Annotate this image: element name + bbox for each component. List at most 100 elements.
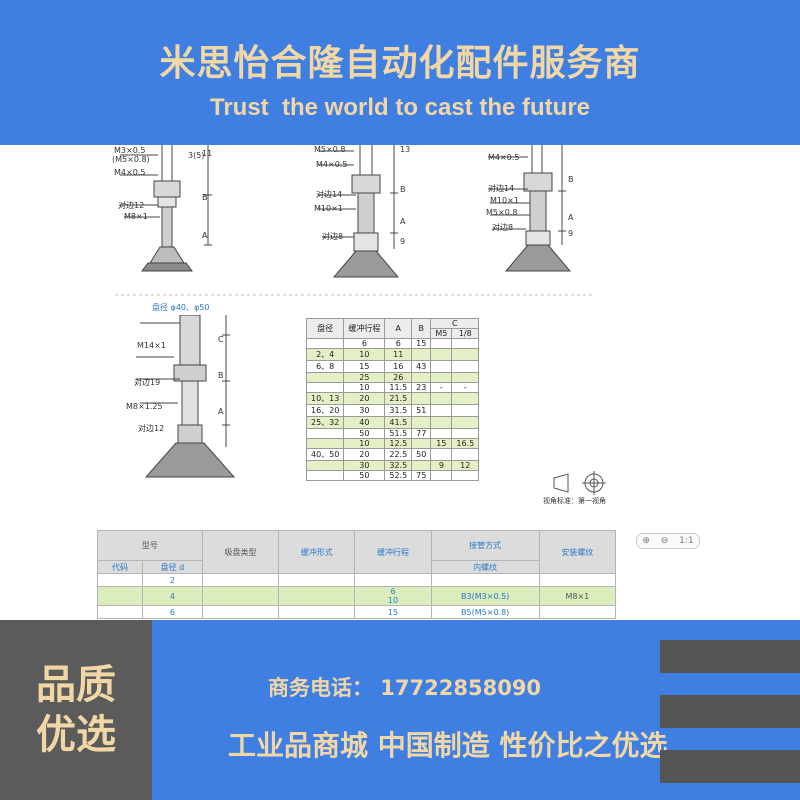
drawing-3-label: 对边8 [492,223,514,232]
drawing-1-label: (M5×0.8) [112,155,150,164]
spec-cell [305,438,345,449]
tagline: 工业品商城 中国制造 性价比之优选 [228,729,668,762]
model-cell: B5(M5×0.8) [430,605,540,619]
spec-cell: 40、50 [305,448,345,461]
spec-cell: 16、20 [305,404,345,417]
model-cell: B3(M3×0.5) [430,586,540,606]
drawing-4-label: B [218,371,224,380]
model-cell: 2 [141,573,203,587]
spec-cell: 25、32 [305,416,345,429]
drawing-2-label: 9 [400,237,406,246]
model-cell: M8×1 [538,586,617,606]
spec-header: A [384,318,413,339]
drawing-2 [318,145,400,278]
zoom-control: ⊕ ⊖ 1:1 [636,533,700,549]
drawing-4 [136,315,236,478]
spec-cell: 12.5 [384,438,413,449]
company-name: 米思怡合隆自动化配件服务商 [159,43,641,84]
quality-line-2: 优选 [36,712,116,758]
drawing-3-label: 9 [568,229,574,238]
model-cell [97,586,143,606]
drawing-2-label: A [400,217,406,226]
spec-cell [411,372,432,383]
drawing-4-label: M8×1.25 [126,402,163,411]
zoom-ratio[interactable]: 1:1 [679,536,694,546]
spec-cell [451,416,480,429]
drawing-4-label: 对边19 [134,378,161,387]
drawing-1-label: 3(5) [188,151,205,160]
spec-cell [451,372,480,383]
view-standard-icon [553,471,606,495]
spec-cell [430,428,453,439]
spec-cell [305,460,345,471]
spec-cell: 50 [411,448,432,461]
decor-bar [660,640,800,673]
model-cell [201,605,280,619]
zoom-out-icon[interactable]: ⊖ [660,536,669,546]
spec-cell [430,338,453,349]
decor-bar [660,750,800,783]
spec-cell [305,338,345,349]
spec-cell: 6、8 [305,360,345,373]
model-header: 型号 [97,530,203,561]
model-cell [430,573,540,587]
spec-cell: 15 [343,360,386,373]
drawing-1-label: B [202,193,208,202]
drawing-3-label: B [568,175,574,184]
drawing-4-label: M14×1 [137,341,166,350]
spec-cell [411,416,432,429]
spec-cell: 50 [343,428,386,439]
technical-document: M3×0.5 (M5×0.8) M4×0.5 对边12 M8×1 3(5) 11… [0,145,800,620]
spec-header: C [430,318,480,329]
spec-cell [451,428,480,439]
drawing-4-label: 对边12 [138,424,165,433]
spec-cell: - [430,382,453,393]
section-divider [115,294,595,296]
spec-cell [411,348,432,361]
drawing-3-label: M10×1 [490,196,519,205]
spec-sub-header: M5 [430,328,453,339]
drawing-2-label: M10×1 [314,204,343,213]
spec-cell: - [451,382,480,393]
drawing-3-label: 对边14 [488,184,515,193]
footer-banner: 品质 优选 商务电话： 17722858090 工业品商城 中国制造 性价比之优… [0,620,800,800]
spec-cell [305,428,345,439]
model-cell: 15 [354,605,432,619]
zoom-in-icon[interactable]: ⊕ [642,536,650,546]
spec-cell: 26 [384,372,413,383]
top-banner: 米思怡合隆自动化配件服务商 Trust the world to cast th… [0,0,800,145]
model-cell: 6 10 [354,586,432,606]
drawing-1-label: M4×0.5 [114,168,146,177]
model-sub-header: 内螺纹 [430,560,540,574]
model-header: 缓冲形式 [278,530,356,574]
spec-cell: 10 [343,348,386,361]
drawing-1-label: M3×0.5 [114,146,146,155]
spec-cell: 10 [343,382,386,393]
spec-cell: 52.5 [384,470,413,481]
drawing-2-label: M5×0.8 [314,145,346,154]
drawing-2-label: M4×0.5 [316,160,348,169]
drawing-1-label: M8×1 [124,212,148,221]
drawing-3-label: M4×0.5 [488,153,520,162]
model-cell [278,573,356,587]
spec-cell [451,338,480,349]
spec-cell: 15 [411,338,432,349]
model-sub-header-label: 盘径 [160,562,177,572]
spec-cell: 11 [384,348,413,361]
quality-badge: 品质 优选 [0,620,152,800]
model-cell [201,586,280,606]
model-header: 吸盘类型 [201,530,280,574]
model-cell [97,605,143,619]
view-standard-note: 视角标准：第一视角 [543,497,606,505]
spec-cell: 10、13 [305,392,345,405]
spec-cell: 10 [343,438,386,449]
quality-line-1: 品质 [36,662,116,708]
